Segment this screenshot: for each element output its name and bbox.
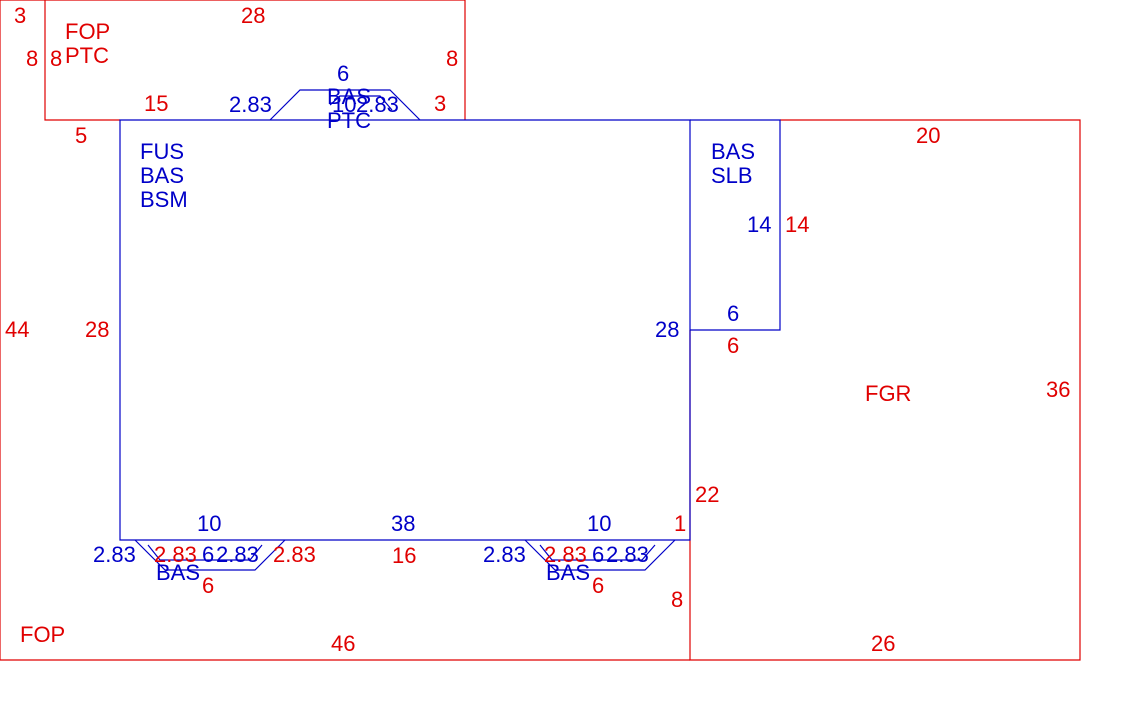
dimension-label: 6 [337, 61, 349, 86]
area-label-slb: SLB [711, 163, 753, 188]
left-bay-outline [134, 539, 286, 571]
fop-outline [0, 0, 690, 661]
right-bay-outline [524, 539, 676, 571]
dimension-label: 10 [197, 511, 221, 536]
area-labels: FOP FOP PTC FUS BAS BSM BAS SLB BAS PTC … [20, 19, 911, 647]
dimension-label: 14 [785, 212, 809, 237]
dimension-label: 1 [674, 511, 686, 536]
top-bump-outline [269, 89, 421, 121]
area-label-ptc-top: PTC [65, 43, 109, 68]
top-bump-inner [329, 95, 393, 111]
dimension-label: 15 [144, 91, 168, 116]
dimension-label: 10 [332, 92, 356, 117]
area-label-bas-ptc: BAS [327, 84, 371, 109]
dimension-label: 2.83 [229, 92, 272, 117]
dimension-label: 38 [391, 511, 415, 536]
dimension-label: 6 [727, 301, 739, 326]
red-outlines [0, 0, 1081, 661]
dimension-label: 14 [747, 212, 771, 237]
dimension-label: 3 [434, 91, 446, 116]
dimension-label: 2.83 [483, 542, 526, 567]
dimension-label: 44 [5, 317, 29, 342]
area-label-bsm: BSM [140, 187, 188, 212]
area-label-fgr: FGR [865, 381, 911, 406]
right-bay-inner [539, 544, 656, 561]
dimension-label: 2.83 [154, 542, 197, 567]
dimension-label: 6 [592, 542, 604, 567]
dimension-label: 16 [392, 543, 416, 568]
area-label-bay-left: BAS [156, 560, 200, 585]
dimension-label: 2.83 [544, 542, 587, 567]
left-bay-inner [147, 544, 263, 561]
dimension-label: 6 [202, 573, 214, 598]
blue-dimension-labels: 6 2.83 2.83 10 14 6 28 10 38 10 2.83 6 2… [93, 61, 771, 567]
dimension-label: 8 [671, 587, 683, 612]
area-label-fop-main: FOP [20, 622, 65, 647]
area-label-bas-main: BAS [140, 163, 184, 188]
garage-outline [689, 119, 1081, 661]
area-label-ptc: PTC [327, 108, 371, 133]
dimension-label: 28 [655, 317, 679, 342]
dimension-label: 6 [592, 573, 604, 598]
area-label-fus: FUS [140, 139, 184, 164]
dimension-label: 10 [587, 511, 611, 536]
main-house-outline [119, 119, 691, 541]
dimension-label: 8 [446, 46, 458, 71]
blue-outlines [119, 89, 781, 571]
dimension-label: 22 [695, 482, 719, 507]
dimension-label: 6 [202, 542, 214, 567]
dimension-label: 28 [85, 317, 109, 342]
dimension-label: 2.83 [606, 542, 649, 567]
dimension-label: 2.83 [356, 92, 399, 117]
dimension-label: 26 [871, 631, 895, 656]
area-label-fop-top: FOP [65, 19, 110, 44]
dimension-label: 36 [1046, 377, 1070, 402]
slab-outline [690, 119, 781, 331]
dimension-label: 28 [241, 3, 265, 28]
dimension-label: 46 [331, 631, 355, 656]
dimension-label: 3 [14, 3, 26, 28]
red-dimension-labels: 3 28 8 8 8 15 3 5 44 28 20 14 6 36 22 1 … [5, 3, 1070, 656]
area-label-bas-slb: BAS [711, 139, 755, 164]
dimension-label: 2.83 [273, 542, 316, 567]
dimension-label: 2.83 [216, 542, 259, 567]
dimension-label: 5 [75, 123, 87, 148]
dimension-label: 8 [26, 46, 38, 71]
dimension-label: 20 [916, 123, 940, 148]
area-label-bay-right: BAS [546, 560, 590, 585]
dimension-label: 2.83 [93, 542, 136, 567]
dimension-label: 6 [727, 333, 739, 358]
dimension-label: 8 [50, 46, 62, 71]
top-porch-outline [45, 0, 466, 120]
